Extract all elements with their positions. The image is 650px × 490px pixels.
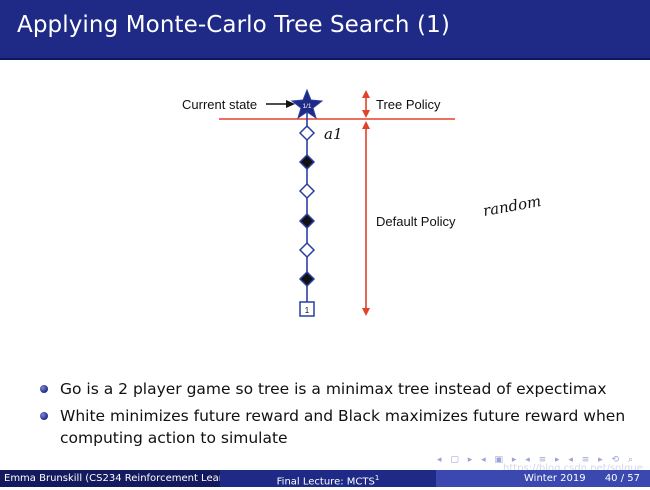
black-move-node: [298, 270, 316, 288]
footer-page-number: 40 / 57: [604, 473, 640, 484]
slide-title: Applying Monte-Carlo Tree Search (1): [17, 12, 450, 38]
tree-policy-arrowhead-down: [362, 110, 370, 118]
default-policy-arrowhead-up: [362, 121, 370, 129]
handwritten-a1-annotation: a1: [324, 125, 343, 143]
white-move-node: [298, 124, 316, 142]
footer-author: Emma Brunskill (CS234 Reinforcement Lear…: [0, 470, 220, 487]
handwritten-random-annotation: random: [482, 192, 543, 220]
black-move-node: [298, 212, 316, 230]
slide-title-bar: Applying Monte-Carlo Tree Search (1): [0, 0, 650, 60]
current-state-label: Current state: [182, 97, 258, 112]
beamer-navigation-icons[interactable]: ◂ ▢ ▸ ◂ ▣ ▸ ◂ ≡ ▸ ◂ ≡ ▸ ⟲ ⌕: [436, 455, 636, 465]
terminal-leaf-node: [299, 301, 315, 317]
bullet-text: White minimizes future reward and Black …: [60, 407, 626, 447]
bullet-item: White minimizes future reward and Black …: [40, 405, 640, 449]
default-policy-label: Default Policy: [376, 214, 456, 229]
root-star-node: [290, 88, 324, 120]
tree-policy-label: Tree Policy: [376, 97, 441, 112]
bullet-dot-icon: [40, 385, 48, 393]
footer-lecture-superscript: 1: [374, 474, 380, 482]
csdn-watermark: https://blog.csdn.net/solgue: [503, 463, 643, 474]
footer-date: Winter 2019: [524, 473, 586, 484]
mcts-diagram: 1/1 1 a1 random Current state Tree Polic…: [0, 60, 650, 360]
mcts-diagram-svg: 1/1 1 a1 random: [219, 88, 543, 317]
footer-date-page: Winter 2019 40 / 57: [436, 470, 650, 487]
terminal-leaf-label: 1: [305, 306, 310, 315]
white-move-node: [298, 182, 316, 200]
root-node-label: 1/1: [302, 103, 311, 110]
current-state-arrowhead: [286, 100, 295, 108]
slide-footer: Emma Brunskill (CS234 Reinforcement Lear…: [0, 470, 650, 487]
tree-policy-arrowhead-up: [362, 90, 370, 98]
bullet-text: Go is a 2 player game so tree is a minim…: [60, 380, 607, 398]
bullet-list: Go is a 2 player game so tree is a minim…: [40, 378, 640, 454]
black-move-node: [298, 153, 316, 171]
white-move-node: [298, 241, 316, 259]
default-policy-arrowhead-down: [362, 308, 370, 316]
bullet-item: Go is a 2 player game so tree is a minim…: [40, 378, 640, 400]
bullet-dot-icon: [40, 412, 48, 420]
footer-lecture-title: Final Lecture: MCTS: [276, 476, 375, 488]
footer-lecture: Final Lecture: MCTS1: [220, 470, 436, 487]
